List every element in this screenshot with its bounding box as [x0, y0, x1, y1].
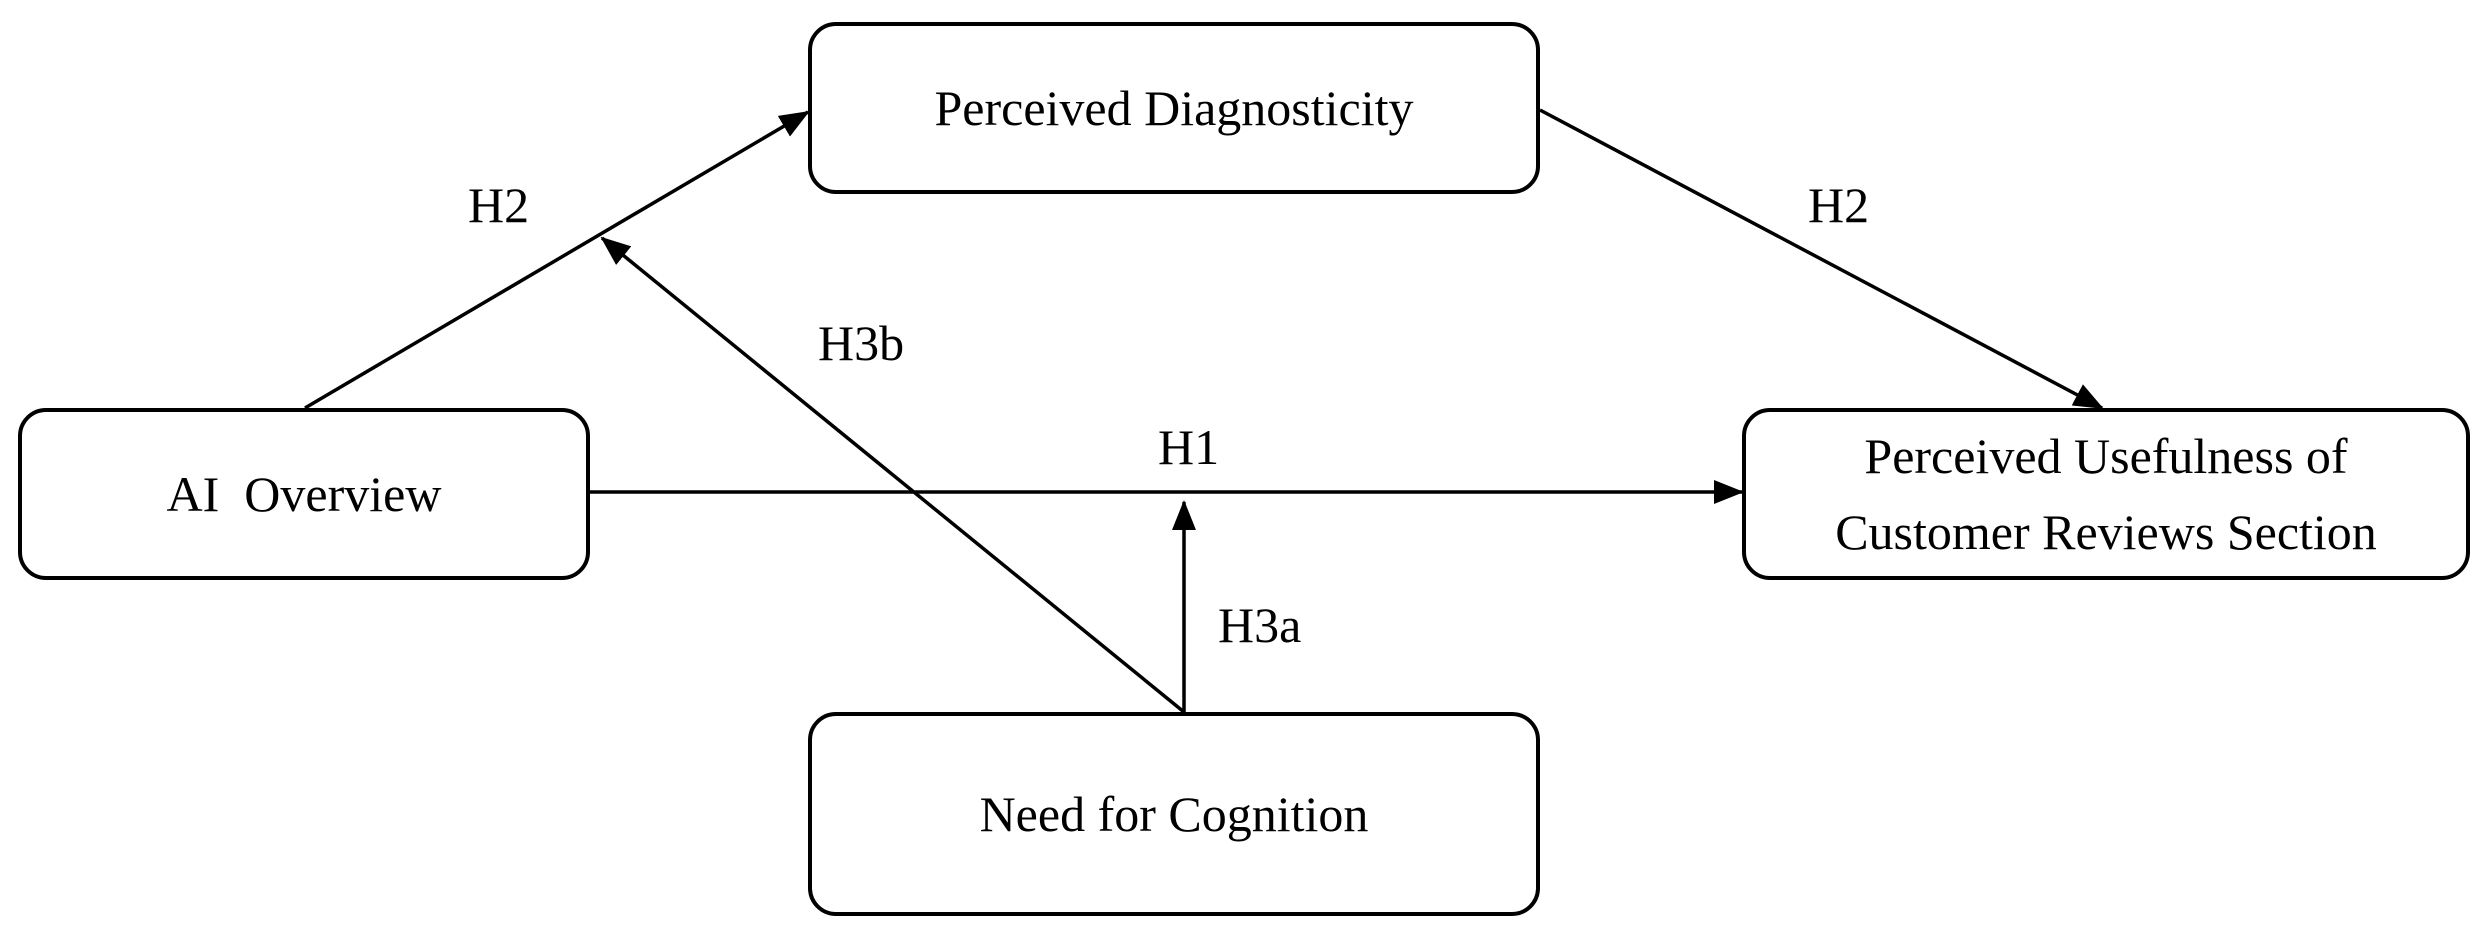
edge-label-h2-left: H2	[468, 177, 530, 233]
node-perceived-diagnosticity-label: Perceived Diagnosticity	[934, 80, 1414, 136]
edge-label-h1: H1	[1158, 419, 1220, 475]
arrow-diagnosticity-to-usefulness	[1539, 108, 2104, 410]
edge-label-h2-right: H2	[1808, 177, 1870, 233]
edge-label-h3b: H3b	[818, 315, 905, 371]
arrow-cognition-to-h2	[600, 236, 1186, 714]
node-perceived-diagnosticity: Perceived Diagnosticity	[808, 22, 1540, 194]
node-need-for-cognition-label: Need for Cognition	[979, 786, 1369, 842]
node-ai-overview-label: AI Overview	[166, 466, 442, 522]
arrow-ai-to-diagnosticity	[304, 110, 810, 410]
node-ai-overview: AI Overview	[18, 408, 590, 580]
node-perceived-usefulness-label: Perceived Usefulness of Customer Reviews…	[1835, 428, 2377, 560]
node-need-for-cognition: Need for Cognition	[808, 712, 1540, 916]
node-perceived-usefulness: Perceived Usefulness of Customer Reviews…	[1742, 408, 2470, 580]
edge-label-h3a: H3a	[1218, 597, 1302, 653]
